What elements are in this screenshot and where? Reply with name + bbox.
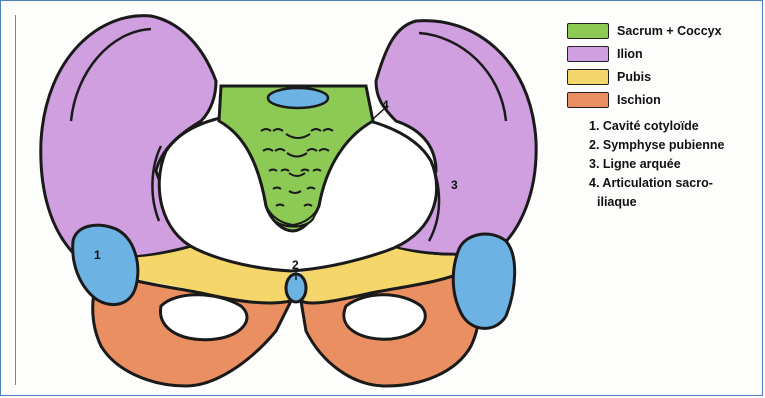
- marker-1: 1: [94, 248, 101, 262]
- legend-swatch-ilion: [567, 46, 609, 62]
- legend-label: Sacrum + Coccyx: [617, 24, 722, 38]
- note-articulation-sacro-iliaque-cont: iliaque: [597, 193, 757, 212]
- legend-swatch-pubis: [567, 69, 609, 85]
- legend-label: Ilion: [617, 47, 643, 61]
- note-symphyse-pubienne: 2. Symphyse pubienne: [589, 136, 757, 155]
- sacral-promontory: [268, 88, 328, 108]
- notes-list: 1. Cavité cotyloïde 2. Symphyse pubienne…: [567, 117, 757, 212]
- left-obturator-foramen: [160, 295, 247, 340]
- note-articulation-sacro-iliaque: 4. Articulation sacro-: [589, 174, 757, 193]
- marker-4: 4: [382, 98, 389, 112]
- right-obturator-foramen: [344, 295, 425, 339]
- legend-item-sacrum-coccyx: Sacrum + Coccyx: [567, 19, 757, 42]
- legend: Sacrum + Coccyx Ilion Pubis Ischion 1. C…: [567, 19, 757, 212]
- legend-label: Pubis: [617, 70, 651, 84]
- note-cavite-cotyloide: 1. Cavité cotyloïde: [589, 117, 757, 136]
- left-acetabulum: [73, 225, 138, 304]
- legend-swatch-sacrum-coccyx: [567, 23, 609, 39]
- marker-3: 3: [451, 178, 458, 192]
- marker-2: 2: [292, 258, 299, 272]
- legend-label: Ischion: [617, 93, 661, 107]
- legend-swatch-ischion: [567, 92, 609, 108]
- legend-item-pubis: Pubis: [567, 65, 757, 88]
- note-ligne-arquee: 3. Ligne arquée: [589, 155, 757, 174]
- pelvis-diagram: 1 2 3 4: [1, 1, 561, 397]
- legend-item-ilion: Ilion: [567, 42, 757, 65]
- legend-item-ischion: Ischion: [567, 88, 757, 111]
- right-acetabulum: [453, 234, 514, 328]
